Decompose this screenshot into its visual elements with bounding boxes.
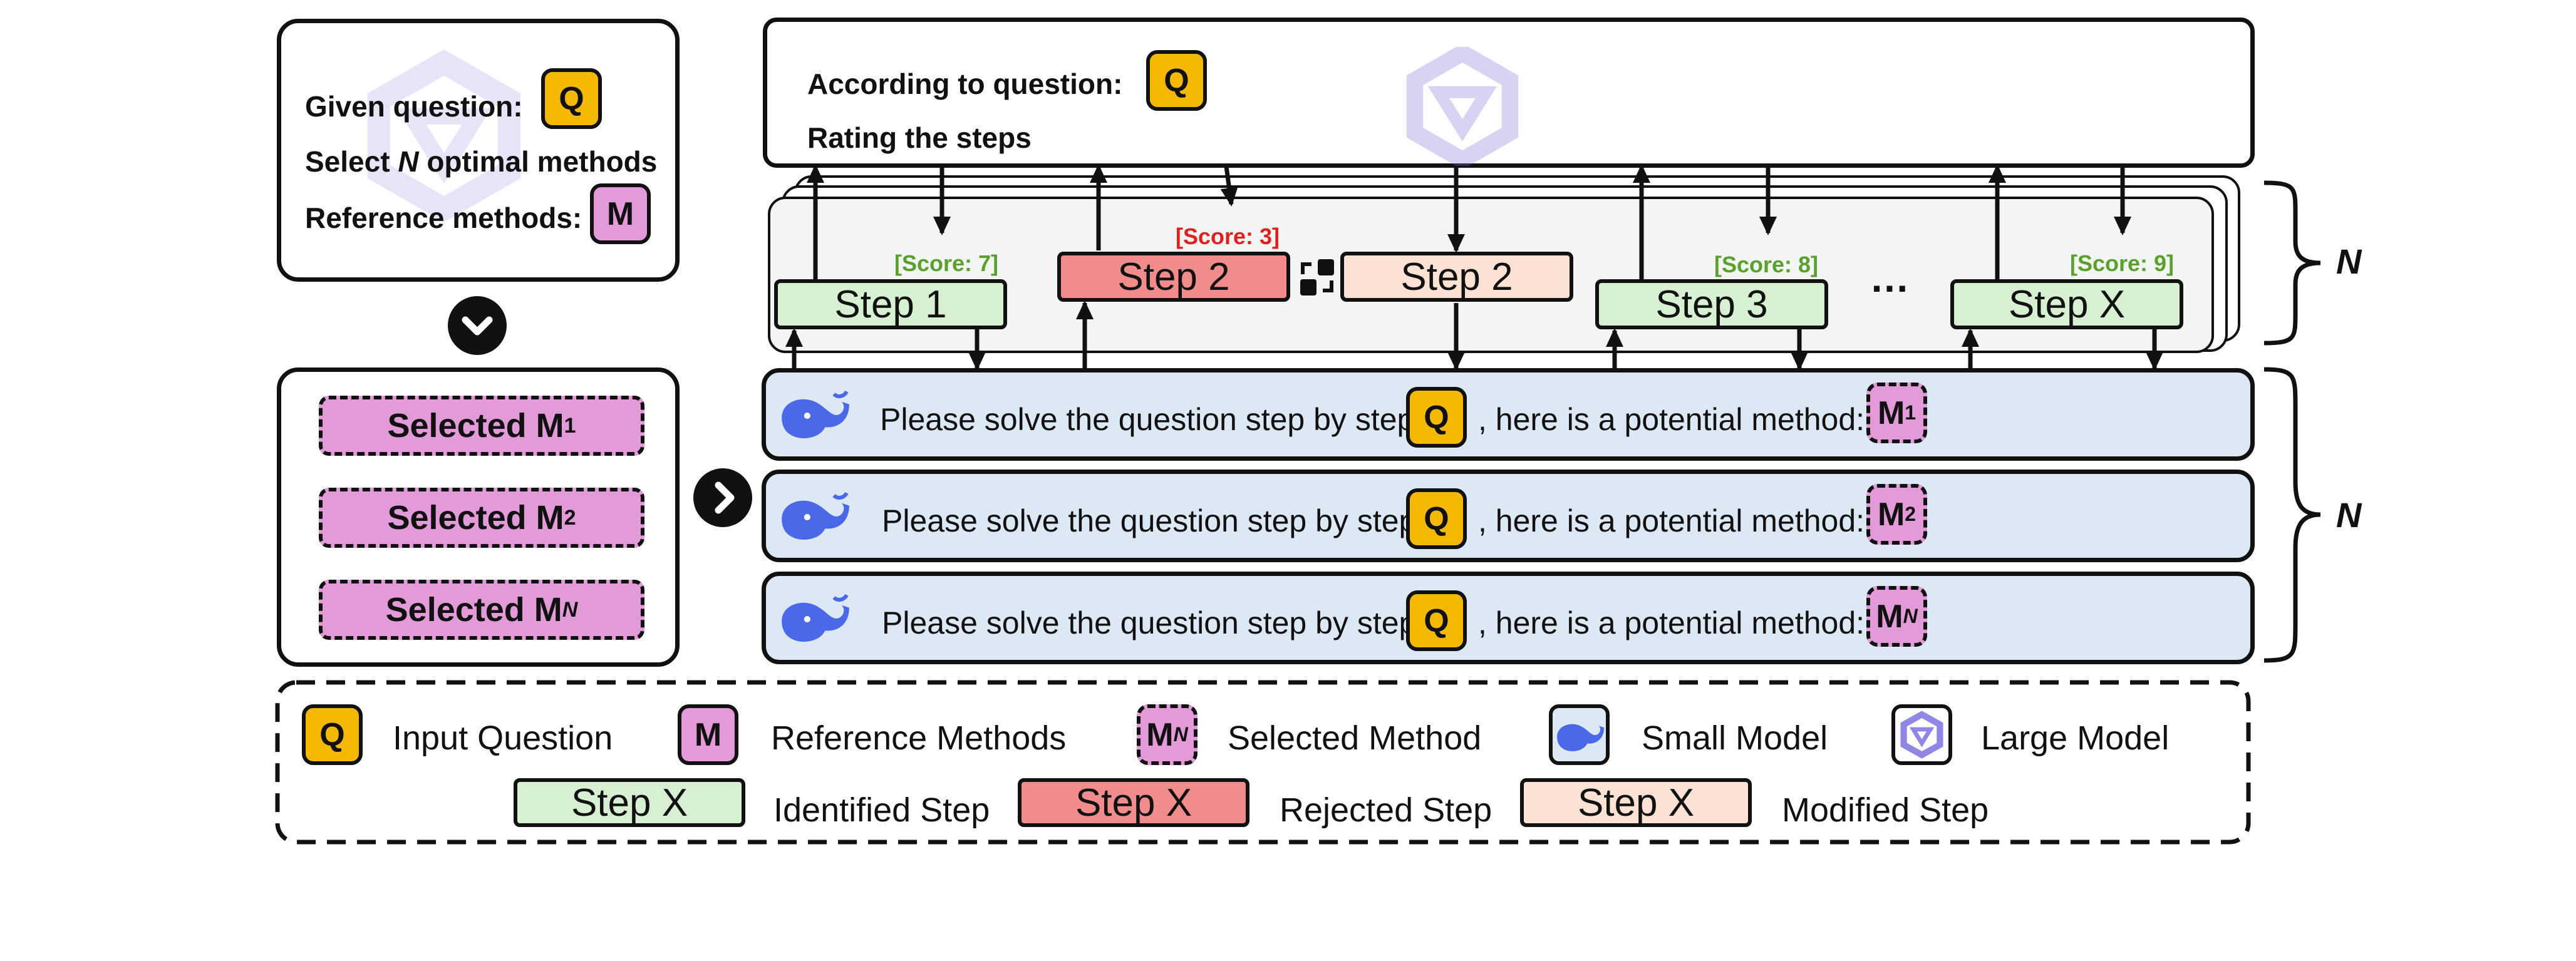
legend-rejected-step: Rejected Step [1280,791,1492,829]
legend-modified-step-swatch: Step X [1520,778,1752,827]
small-model-whale-icon [782,390,849,438]
steps-ellipsis: … [1870,255,1910,301]
prompt-row-n [762,572,2255,664]
legend-box [275,680,2251,845]
prompt-text-2: Please solve the question step by step: [882,503,1425,538]
chevron-down-icon [448,296,507,355]
legend-modified-step: Modified Step [1782,791,1989,829]
legend-small-model-box [1549,704,1610,765]
legend-reference-methods: Reference Methods [771,719,1067,757]
small-model-whale-icon [1557,724,1605,751]
rating-box: According to question: Q Rating the step… [763,18,2255,168]
small-model-whale-icon [782,594,849,642]
prompt-method-text-1: , here is a potential method: [1478,402,1865,437]
step-x: Step X [1950,279,2183,329]
question-badge: Q [541,68,602,129]
brace-bottom [2263,367,2321,663]
step-2-modified: Step 2 [1340,252,1573,302]
small-model-whale-icon [782,491,849,540]
prompt-text-1: Please solve the question step by step: [880,402,1424,437]
question-badge-row-2: Q [1406,488,1467,549]
legend-identified-step-swatch: Step X [514,778,745,827]
legend-identified-step: Identified Step [773,791,990,829]
score-step-x: [Score: 9] [2070,250,2175,276]
brace-label-bottom: N [2336,495,2362,535]
legend-method-badge: M [678,704,738,765]
question-badge-row-n: Q [1406,590,1467,651]
prompt-text-n: Please solve the question step by step: [882,605,1425,640]
prompt-row-2 [762,470,2255,562]
large-model-watermark-icon [367,49,521,222]
score-step-3: [Score: 8] [1714,252,1819,277]
prompt-method-text-2: , here is a potential method: [1478,503,1865,538]
legend-rejected-step-swatch: Step X [1018,778,1249,827]
large-model-logo-icon [1900,711,1943,759]
chevron-right-icon [693,468,752,527]
question-badge-top: Q [1146,50,1207,111]
legend-question-badge: Q [302,704,363,765]
rating-line-1: According to question: [807,68,1123,100]
select-methods-label: Select N optimal methods [305,145,658,178]
legend-input-question: Input Question [393,719,613,757]
legend-selected-method: Selected Method [1228,719,1482,757]
step-2-rejected: Step 2 [1057,252,1290,302]
step-3: Step 3 [1595,279,1828,329]
step-1: Step 1 [774,279,1007,329]
rating-line-2: Rating the steps [807,121,1032,154]
prompt-method-text-n: , here is a potential method: [1478,605,1865,640]
method-badge: M [590,183,651,244]
legend-large-model-box [1891,704,1952,765]
brace-top [2263,180,2321,346]
prompt-row-1 [762,368,2255,461]
legend-small-model: Small Model [1642,719,1828,757]
legend-large-model: Large Model [1981,719,2170,757]
large-model-logo-icon [1406,47,1519,166]
brace-label-top: N [2336,242,2362,281]
reference-methods-label: Reference methods: [305,202,582,234]
swap-icon [1300,259,1334,295]
score-step-1: [Score: 7] [894,250,999,276]
question-badge-row-1: Q [1406,387,1467,448]
score-step-2: [Score: 3] [1176,224,1280,249]
given-question-label: Given question: [305,90,523,123]
question-method-box: Given question: Q Select N optimal metho… [277,19,680,282]
